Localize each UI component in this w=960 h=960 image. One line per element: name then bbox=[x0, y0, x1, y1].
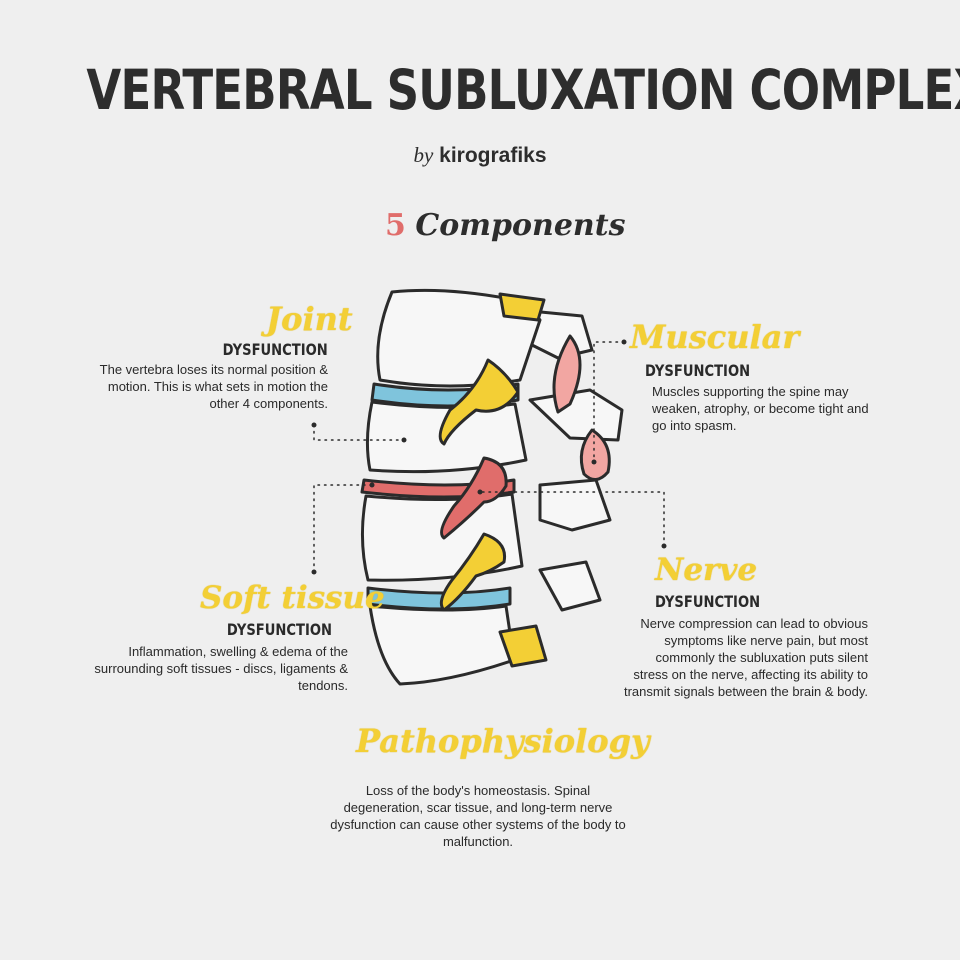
soft-tissue-leader bbox=[313, 484, 373, 573]
nerve-subheading: DYSFUNCTION bbox=[655, 592, 761, 611]
leader-dot bbox=[369, 482, 375, 488]
muscle bbox=[579, 428, 611, 481]
pathophysiology-heading: Pathophysiology bbox=[356, 722, 650, 760]
byline-by: by bbox=[413, 143, 434, 167]
nerve-heading: Nerve bbox=[655, 552, 758, 588]
leader-dot bbox=[311, 422, 317, 428]
nerve-yellow bbox=[438, 358, 520, 446]
leader-dot bbox=[591, 459, 597, 465]
leader-dot bbox=[621, 339, 627, 345]
muscular-leader bbox=[593, 341, 625, 463]
nerve-leader bbox=[479, 491, 665, 547]
spinous-process bbox=[538, 560, 602, 612]
ligament bbox=[498, 292, 546, 322]
nerve-description: Nerve compression can lead to obvious sy… bbox=[623, 616, 868, 699]
components-count: 5 bbox=[385, 208, 406, 243]
ligament bbox=[498, 624, 548, 668]
components-label: Components bbox=[415, 208, 626, 243]
leader-dot bbox=[401, 437, 407, 443]
leader-dot bbox=[477, 489, 483, 495]
muscular-heading: Muscular bbox=[630, 318, 800, 356]
intervertebral-disc bbox=[366, 586, 512, 611]
byline-brand: kirografiks bbox=[439, 144, 547, 167]
soft-tissue-heading: Soft tissue bbox=[200, 580, 385, 616]
soft-tissue-description: Inflammation, swelling & edema of the su… bbox=[94, 644, 348, 693]
joint-description: The vertebra loses its normal position &… bbox=[99, 362, 328, 411]
pathophysiology-description: Loss of the body's homeostasis. Spinal d… bbox=[330, 783, 626, 849]
nerve-yellow bbox=[439, 532, 507, 612]
leader-dot bbox=[661, 543, 667, 549]
soft-tissue-subheading: DYSFUNCTION bbox=[226, 620, 332, 639]
page-title: VERTEBRAL SUBLUXATION COMPLEX bbox=[86, 58, 960, 122]
leader-dot bbox=[311, 569, 317, 575]
spinous-process bbox=[528, 388, 624, 442]
nerve-inflamed bbox=[440, 456, 508, 540]
joint-leader bbox=[313, 424, 405, 441]
joint-subheading: DYSFUNCTION bbox=[222, 340, 328, 359]
byline: by kirografiks bbox=[0, 143, 960, 168]
muscular-description: Muscles supporting the spine may weaken,… bbox=[652, 384, 869, 433]
components-heading: 5 Components bbox=[385, 208, 626, 243]
spine-illustration bbox=[360, 288, 624, 686]
joint-heading: Joint bbox=[266, 300, 353, 338]
muscle bbox=[552, 334, 582, 414]
muscular-subheading: DYSFUNCTION bbox=[645, 361, 751, 380]
